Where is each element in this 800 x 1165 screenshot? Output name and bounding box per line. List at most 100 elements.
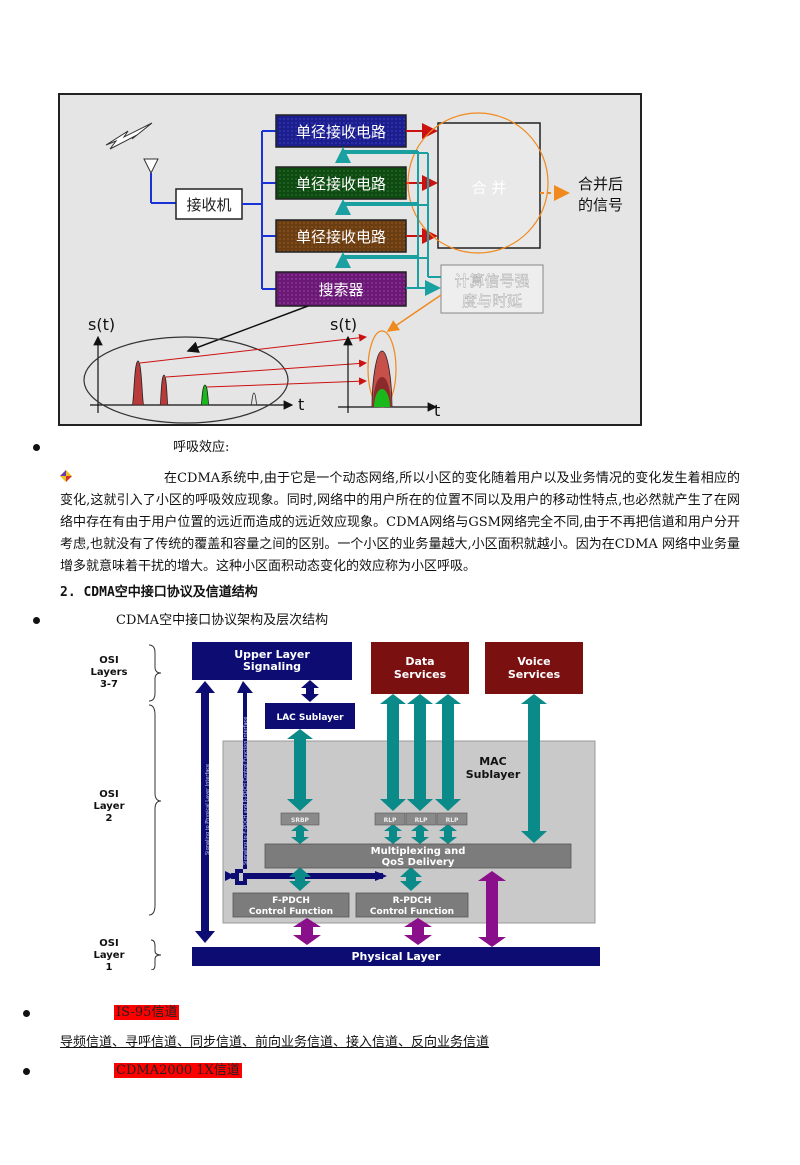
data-services-box <box>371 642 469 694</box>
is95-label: IS-95信道 <box>114 1005 180 1020</box>
pdch-bus <box>243 873 383 879</box>
rlp1-mux-arrow <box>384 824 402 844</box>
left-plot-axis-t: t <box>298 395 304 414</box>
brace-37 <box>148 644 162 702</box>
lac-sublayer-box <box>265 703 355 729</box>
right-plot-axis-s: s(t) <box>330 315 357 334</box>
rlp-label-2: RLP <box>415 817 428 824</box>
osi-protocol-figure: OSI Layers 3-7 OSI Layer 2 OSI Layer 1 M… <box>91 642 600 970</box>
upper-layer-l2: Signaling <box>243 660 301 673</box>
rake-receiver-figure: 接收机 单径接收电路 单径接收电路 单径接收电路 搜索器 合 并 合并后 的信号… <box>58 93 642 426</box>
rpdch-l2: Control Function <box>370 907 454 917</box>
osi1-l1: OSI <box>99 938 118 949</box>
finger-circuit-2-label: 单径接收电路 <box>296 175 386 193</box>
searcher-box <box>275 271 407 307</box>
signaling-physical-arrow <box>195 681 215 943</box>
searcher-label: 搜索器 <box>318 281 363 299</box>
rlp-box-2 <box>405 812 437 826</box>
voice-mux-arrow <box>521 694 547 843</box>
path-pulse-1 <box>131 360 145 406</box>
physical-layer-box <box>192 947 600 966</box>
mux-fpdch-arrow <box>289 867 311 891</box>
rlp-label-3: RLP <box>446 817 459 824</box>
rlp-label-1: RLP <box>384 817 397 824</box>
cdma2000-label: CDMA2000 1X信道 <box>114 1063 242 1078</box>
mux-physical-arrow <box>478 871 506 947</box>
data-rlp3-arrow <box>435 694 461 811</box>
output-label-2: 的信号 <box>578 196 623 214</box>
srbp-mux-arrow <box>291 824 309 844</box>
lac-label: LAC Sublayer <box>276 713 344 723</box>
combiner-box <box>437 122 541 249</box>
rpdch-l1: R-PDCH <box>393 896 432 906</box>
vertical-label-left: Signaling to Physical Layer Interface <box>205 764 211 855</box>
calc-label-2: 度与时延 <box>462 292 522 310</box>
lightning-icon <box>105 122 153 150</box>
fpdch-physical-arrow <box>293 918 321 945</box>
fpdch-l2: Control Function <box>249 907 333 917</box>
fpdch-l1: F-PDCH <box>272 896 310 906</box>
osi2-l3: 2 <box>106 813 113 824</box>
brace-1 <box>150 939 162 970</box>
path-pulse-4 <box>250 392 258 406</box>
osi2-l1: OSI <box>99 789 118 800</box>
is95-channels: 导频信道、寻呼信道、同步信道、前向业务信道、接入信道、反向业务信道 <box>60 1035 490 1050</box>
combiner-highlight-circle <box>407 112 549 254</box>
mac-label-2: Sublayer <box>466 768 521 781</box>
rlp3-mux-arrow <box>439 824 457 844</box>
breathing-paragraph: 在CDMA系统中,由于它是一个动态网络,所以小区的变化随着用户以及业务情况的变化… <box>60 471 740 574</box>
osi37-l2: Layers <box>91 667 128 678</box>
rlp-box-3 <box>436 812 468 826</box>
bullet-breathing <box>33 444 40 451</box>
osi37-l3: 3-7 <box>100 679 118 690</box>
output-label-1: 合并后 <box>578 175 623 193</box>
finger-circuit-1-label: 单径接收电路 <box>296 123 386 141</box>
bullet-cdma2000 <box>23 1068 30 1075</box>
upper-lac-arrow <box>301 680 319 702</box>
calc-label-1: 计算信号强 <box>454 272 529 290</box>
finger-circuit-2 <box>275 166 407 200</box>
receiver-label: 接收机 <box>186 196 231 214</box>
rlp-box-1 <box>374 812 406 826</box>
voice-services-box <box>485 642 583 694</box>
diamond-bullet-icon <box>60 470 72 482</box>
vertical-label-right: Signaling to F-PDCH and R-PDCH Control F… <box>243 717 249 865</box>
protocol-caption: CDMA空中接口协议架构及层次结构 <box>116 613 329 628</box>
bullet-is95 <box>23 1010 30 1017</box>
bullet-protocol <box>33 617 40 624</box>
brace-2 <box>148 704 162 916</box>
data-services-l2: Services <box>394 668 447 681</box>
lac-srbp-arrow <box>287 729 313 811</box>
section-heading: 2. CDMA空中接口协议及信道结构 <box>60 585 258 600</box>
rlp2-mux-arrow <box>411 824 429 844</box>
data-rlp2-arrow <box>407 694 433 811</box>
osi37-l1: OSI <box>99 655 118 666</box>
mux-label-1: Multiplexing and <box>371 846 466 857</box>
voice-services-l1: Voice <box>517 655 550 668</box>
upper-layer-l1: Upper Layer <box>234 648 310 661</box>
multipath-ellipse <box>83 336 289 424</box>
fpdch-control-box <box>232 892 350 918</box>
antenna-icon <box>143 158 176 204</box>
mac-label-1: MAC <box>479 755 507 768</box>
mux-qos-box <box>264 843 572 869</box>
data-rlp1-arrow <box>380 694 406 811</box>
rpdch-physical-arrow <box>404 918 432 945</box>
combiner-label: 合 并 <box>472 179 507 197</box>
srbp-label: SRBP <box>291 817 310 824</box>
calc-strength-delay-box <box>440 264 544 314</box>
osi1-l3: 1 <box>106 962 113 970</box>
upper-layer-signaling-box <box>192 642 352 680</box>
osi2-l2: Layer <box>93 801 124 812</box>
mux-label-2: QoS Delivery <box>382 857 455 868</box>
breathing-title: 呼吸效应: <box>173 440 230 455</box>
right-plot-axis-t: t <box>434 401 440 420</box>
signaling-pdch-arrow <box>235 681 253 885</box>
mux-rpdch-arrow <box>400 867 422 891</box>
voice-services-l2: Services <box>508 668 561 681</box>
osi1-l2: Layer <box>93 950 124 961</box>
data-services-l1: Data <box>405 655 434 668</box>
left-plot-axis-s: s(t) <box>88 315 115 334</box>
rpdch-control-box <box>355 892 469 918</box>
physical-layer-label: Physical Layer <box>351 950 441 963</box>
